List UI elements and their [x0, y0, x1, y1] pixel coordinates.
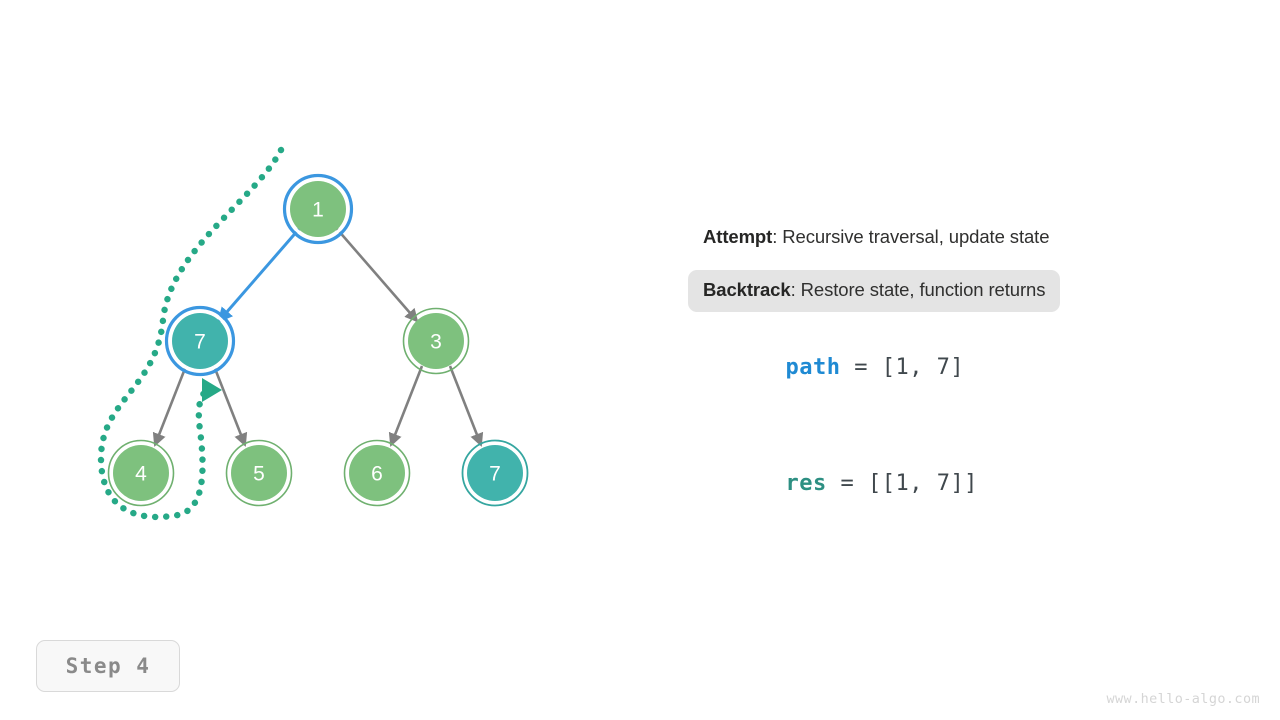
node-7-left-body	[172, 313, 228, 369]
tree-node-5[interactable]: 5	[225, 439, 293, 507]
path-variable-value: = [1, 7]	[840, 355, 965, 380]
node-3-body	[408, 313, 464, 369]
backtrack-dotted-route	[97, 146, 285, 521]
tree-node-7-left[interactable]: 7	[164, 305, 236, 377]
path-state-line: path = [1, 7]	[703, 330, 964, 405]
node-5-body	[231, 445, 287, 501]
node-5-value: 5	[253, 463, 265, 486]
tree-nodes: 1 7 3 4 5	[107, 173, 529, 507]
res-variable-name: res	[785, 471, 827, 496]
node-1-body	[290, 181, 346, 237]
edge-1-3	[336, 228, 419, 323]
edge-7-5	[212, 365, 248, 447]
node-7-left-value: 7	[194, 331, 206, 354]
tree-node-3[interactable]: 3	[402, 307, 470, 375]
node-6-body	[349, 445, 405, 501]
tree-edges	[152, 228, 484, 447]
res-state-line: res = [[1, 7]]	[703, 446, 978, 521]
attempt-keyword: Attempt	[703, 226, 773, 247]
backtrack-path	[97, 146, 285, 521]
tree-node-4[interactable]: 4	[107, 439, 175, 507]
node-5-ring	[225, 439, 293, 507]
tree-node-1[interactable]: 1	[282, 173, 354, 245]
node-6-value: 6	[371, 463, 383, 486]
node-1-highlight-ring	[282, 173, 354, 245]
backtrack-text: : Restore state, function returns	[790, 279, 1046, 300]
step-badge: Step 4	[36, 640, 180, 692]
node-4-body	[113, 445, 169, 501]
node-1-value: 1	[312, 199, 324, 222]
attempt-text: : Recursive traversal, update state	[772, 226, 1050, 247]
binary-tree-diagram: 1 7 3 4 5	[97, 146, 529, 521]
backtrack-keyword: Backtrack	[703, 279, 791, 300]
node-3-value: 3	[430, 331, 442, 354]
node-7-left-inner-gap	[168, 309, 232, 373]
watermark: www.hello-algo.com	[1106, 691, 1260, 707]
node-7-left-highlight-ring	[164, 305, 236, 377]
edge-7-4	[152, 365, 188, 447]
node-7-right-body	[467, 445, 523, 501]
tree-node-6[interactable]: 6	[343, 439, 411, 507]
node-6-ring	[343, 439, 411, 507]
edge-3-7	[448, 365, 484, 447]
attempt-description: Attempt: Recursive traversal, update sta…	[703, 226, 1050, 247]
edge-1-7	[217, 228, 301, 323]
res-variable-value: = [[1, 7]]	[826, 471, 978, 496]
tree-node-7-right[interactable]: 7	[461, 439, 529, 507]
backtrack-description-highlighted: Backtrack: Restore state, function retur…	[688, 270, 1061, 312]
node-3-ring	[402, 307, 470, 375]
node-4-value: 4	[135, 463, 147, 486]
node-4-ring	[107, 439, 175, 507]
node-7-right-value: 7	[489, 463, 501, 486]
edge-3-6	[388, 365, 424, 447]
node-1-inner-gap	[286, 177, 350, 241]
backtrack-arrowhead-icon	[202, 378, 222, 402]
node-7-right-ring	[461, 439, 529, 507]
path-variable-name: path	[785, 355, 841, 380]
